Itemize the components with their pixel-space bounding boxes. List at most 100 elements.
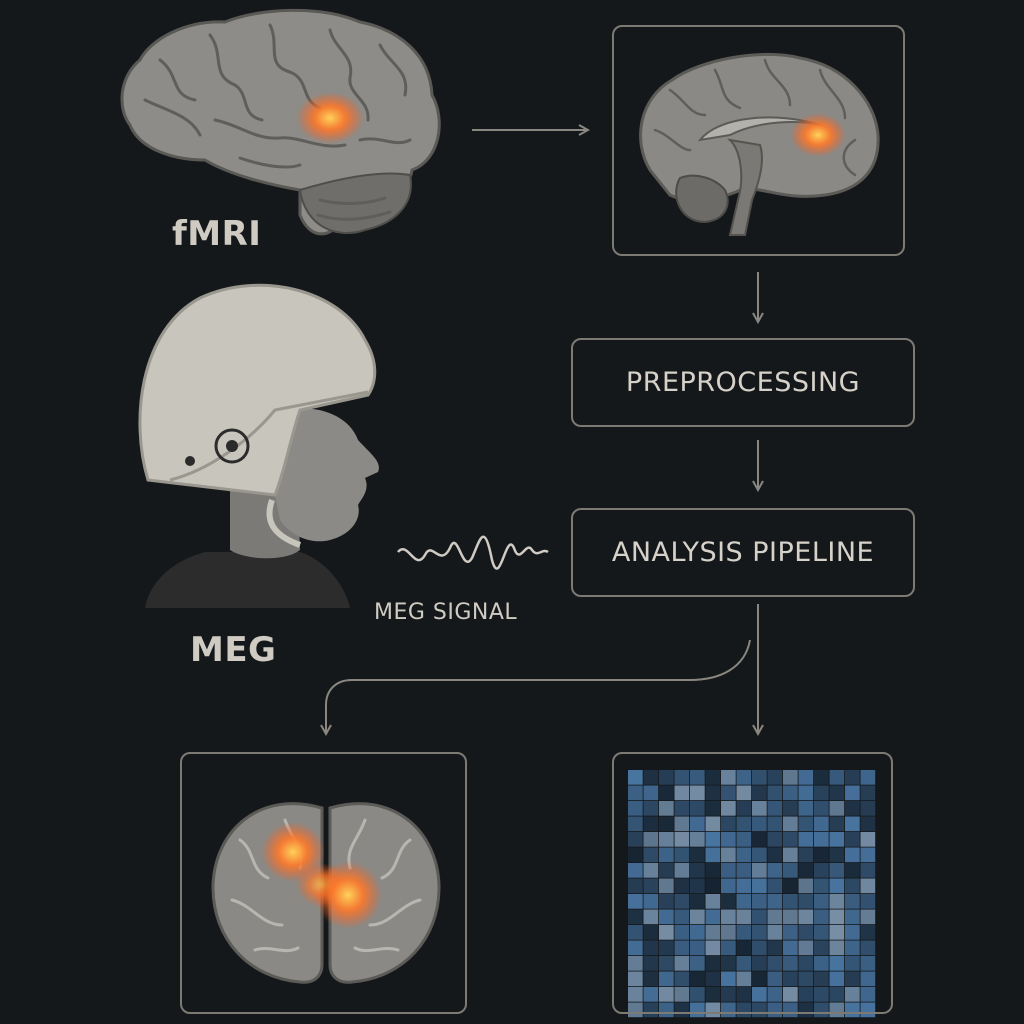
matrix-cell (721, 878, 736, 894)
matrix-cell (659, 847, 674, 863)
matrix-cell (752, 816, 767, 832)
matrix-cell (752, 894, 767, 909)
matrix-cell (690, 909, 705, 925)
matrix-cell (659, 987, 674, 1002)
matrix-cell (628, 925, 643, 940)
matrix-cell (767, 785, 783, 801)
matrix-cell (690, 971, 705, 987)
matrix-cell (721, 909, 736, 925)
matrix-cell (798, 971, 814, 987)
matrix-cell (674, 878, 690, 894)
matrix-cell (674, 925, 690, 940)
matrix-cell (860, 925, 876, 940)
matrix-cell (690, 956, 705, 971)
matrix-cell (736, 847, 752, 863)
matrix-cell (845, 878, 860, 894)
matrix-cell (674, 785, 690, 801)
matrix-cell (705, 816, 721, 832)
matrix-cell (643, 847, 659, 863)
matrix-cell (767, 956, 783, 971)
matrix-cell (674, 894, 690, 909)
fmri-label: fMRI (172, 214, 262, 254)
matrix-cell (628, 863, 643, 878)
matrix-cell (798, 863, 814, 878)
matrix-cell (829, 863, 845, 878)
matrix-cell (674, 832, 690, 847)
matrix-cell (860, 816, 876, 832)
matrix-cell (845, 801, 860, 816)
matrix-cell (674, 909, 690, 925)
matrix-cell (829, 940, 845, 956)
matrix-cell (798, 956, 814, 971)
matrix-cell (798, 816, 814, 832)
matrix-cell (659, 878, 674, 894)
matrix-cell (736, 770, 752, 785)
matrix-cell (690, 801, 705, 816)
matrix-cell (783, 832, 798, 847)
matrix-cell (705, 940, 721, 956)
matrix-cell (798, 847, 814, 863)
matrix-cell (736, 909, 752, 925)
matrix-cell (752, 770, 767, 785)
matrix-cell (674, 801, 690, 816)
matrix-cell (643, 956, 659, 971)
matrix-cell (798, 940, 814, 956)
matrix-cell (721, 987, 736, 1002)
matrix-cell (829, 816, 845, 832)
matrix-cell (767, 925, 783, 940)
matrix-cell (814, 940, 829, 956)
matrix-cell (798, 909, 814, 925)
matrix-cell (721, 785, 736, 801)
matrix-cell (643, 785, 659, 801)
preprocessing-step: PREPROCESSING (571, 338, 915, 427)
matrix-cell (752, 925, 767, 940)
matrix-cell (845, 770, 860, 785)
matrix-cell (628, 801, 643, 816)
matrix-cell (814, 971, 829, 987)
matrix-cell (736, 785, 752, 801)
matrix-cell (690, 785, 705, 801)
matrix-cell (860, 894, 876, 909)
matrix-cell (845, 971, 860, 987)
matrix-cell (736, 863, 752, 878)
matrix-cell (798, 894, 814, 909)
matrix-cell (690, 878, 705, 894)
matrix-cell (659, 785, 674, 801)
matrix-cell (798, 878, 814, 894)
matrix-cell (643, 894, 659, 909)
matrix-cell (783, 925, 798, 940)
matrix-cell (783, 940, 798, 956)
matrix-cell (690, 816, 705, 832)
matrix-cell (705, 878, 721, 894)
matrix-cell (628, 878, 643, 894)
matrix-cell (736, 925, 752, 940)
matrix-cell (628, 909, 643, 925)
matrix-cell (690, 987, 705, 1002)
matrix-cell (643, 987, 659, 1002)
matrix-cell (721, 971, 736, 987)
matrix-cell (628, 770, 643, 785)
matrix-cell (628, 971, 643, 987)
matrix-cell (845, 987, 860, 1002)
connectivity-matrix (628, 770, 876, 1018)
matrix-cell (736, 971, 752, 987)
matrix-cell (659, 832, 674, 847)
matrix-cell (659, 863, 674, 878)
matrix-cell (767, 847, 783, 863)
split-connector (326, 604, 758, 734)
matrix-cell (783, 987, 798, 1002)
matrix-cell (767, 971, 783, 987)
matrix-cell (752, 940, 767, 956)
matrix-cell (705, 909, 721, 925)
matrix-cell (721, 832, 736, 847)
matrix-cell (690, 863, 705, 878)
matrix-cell (860, 940, 876, 956)
matrix-cell (829, 878, 845, 894)
matrix-cell (628, 847, 643, 863)
matrix-cell (736, 816, 752, 832)
matrix-cell (829, 894, 845, 909)
matrix-cell (736, 801, 752, 816)
matrix-cell (798, 832, 814, 847)
matrix-cell (628, 894, 643, 909)
matrix-cell (752, 863, 767, 878)
